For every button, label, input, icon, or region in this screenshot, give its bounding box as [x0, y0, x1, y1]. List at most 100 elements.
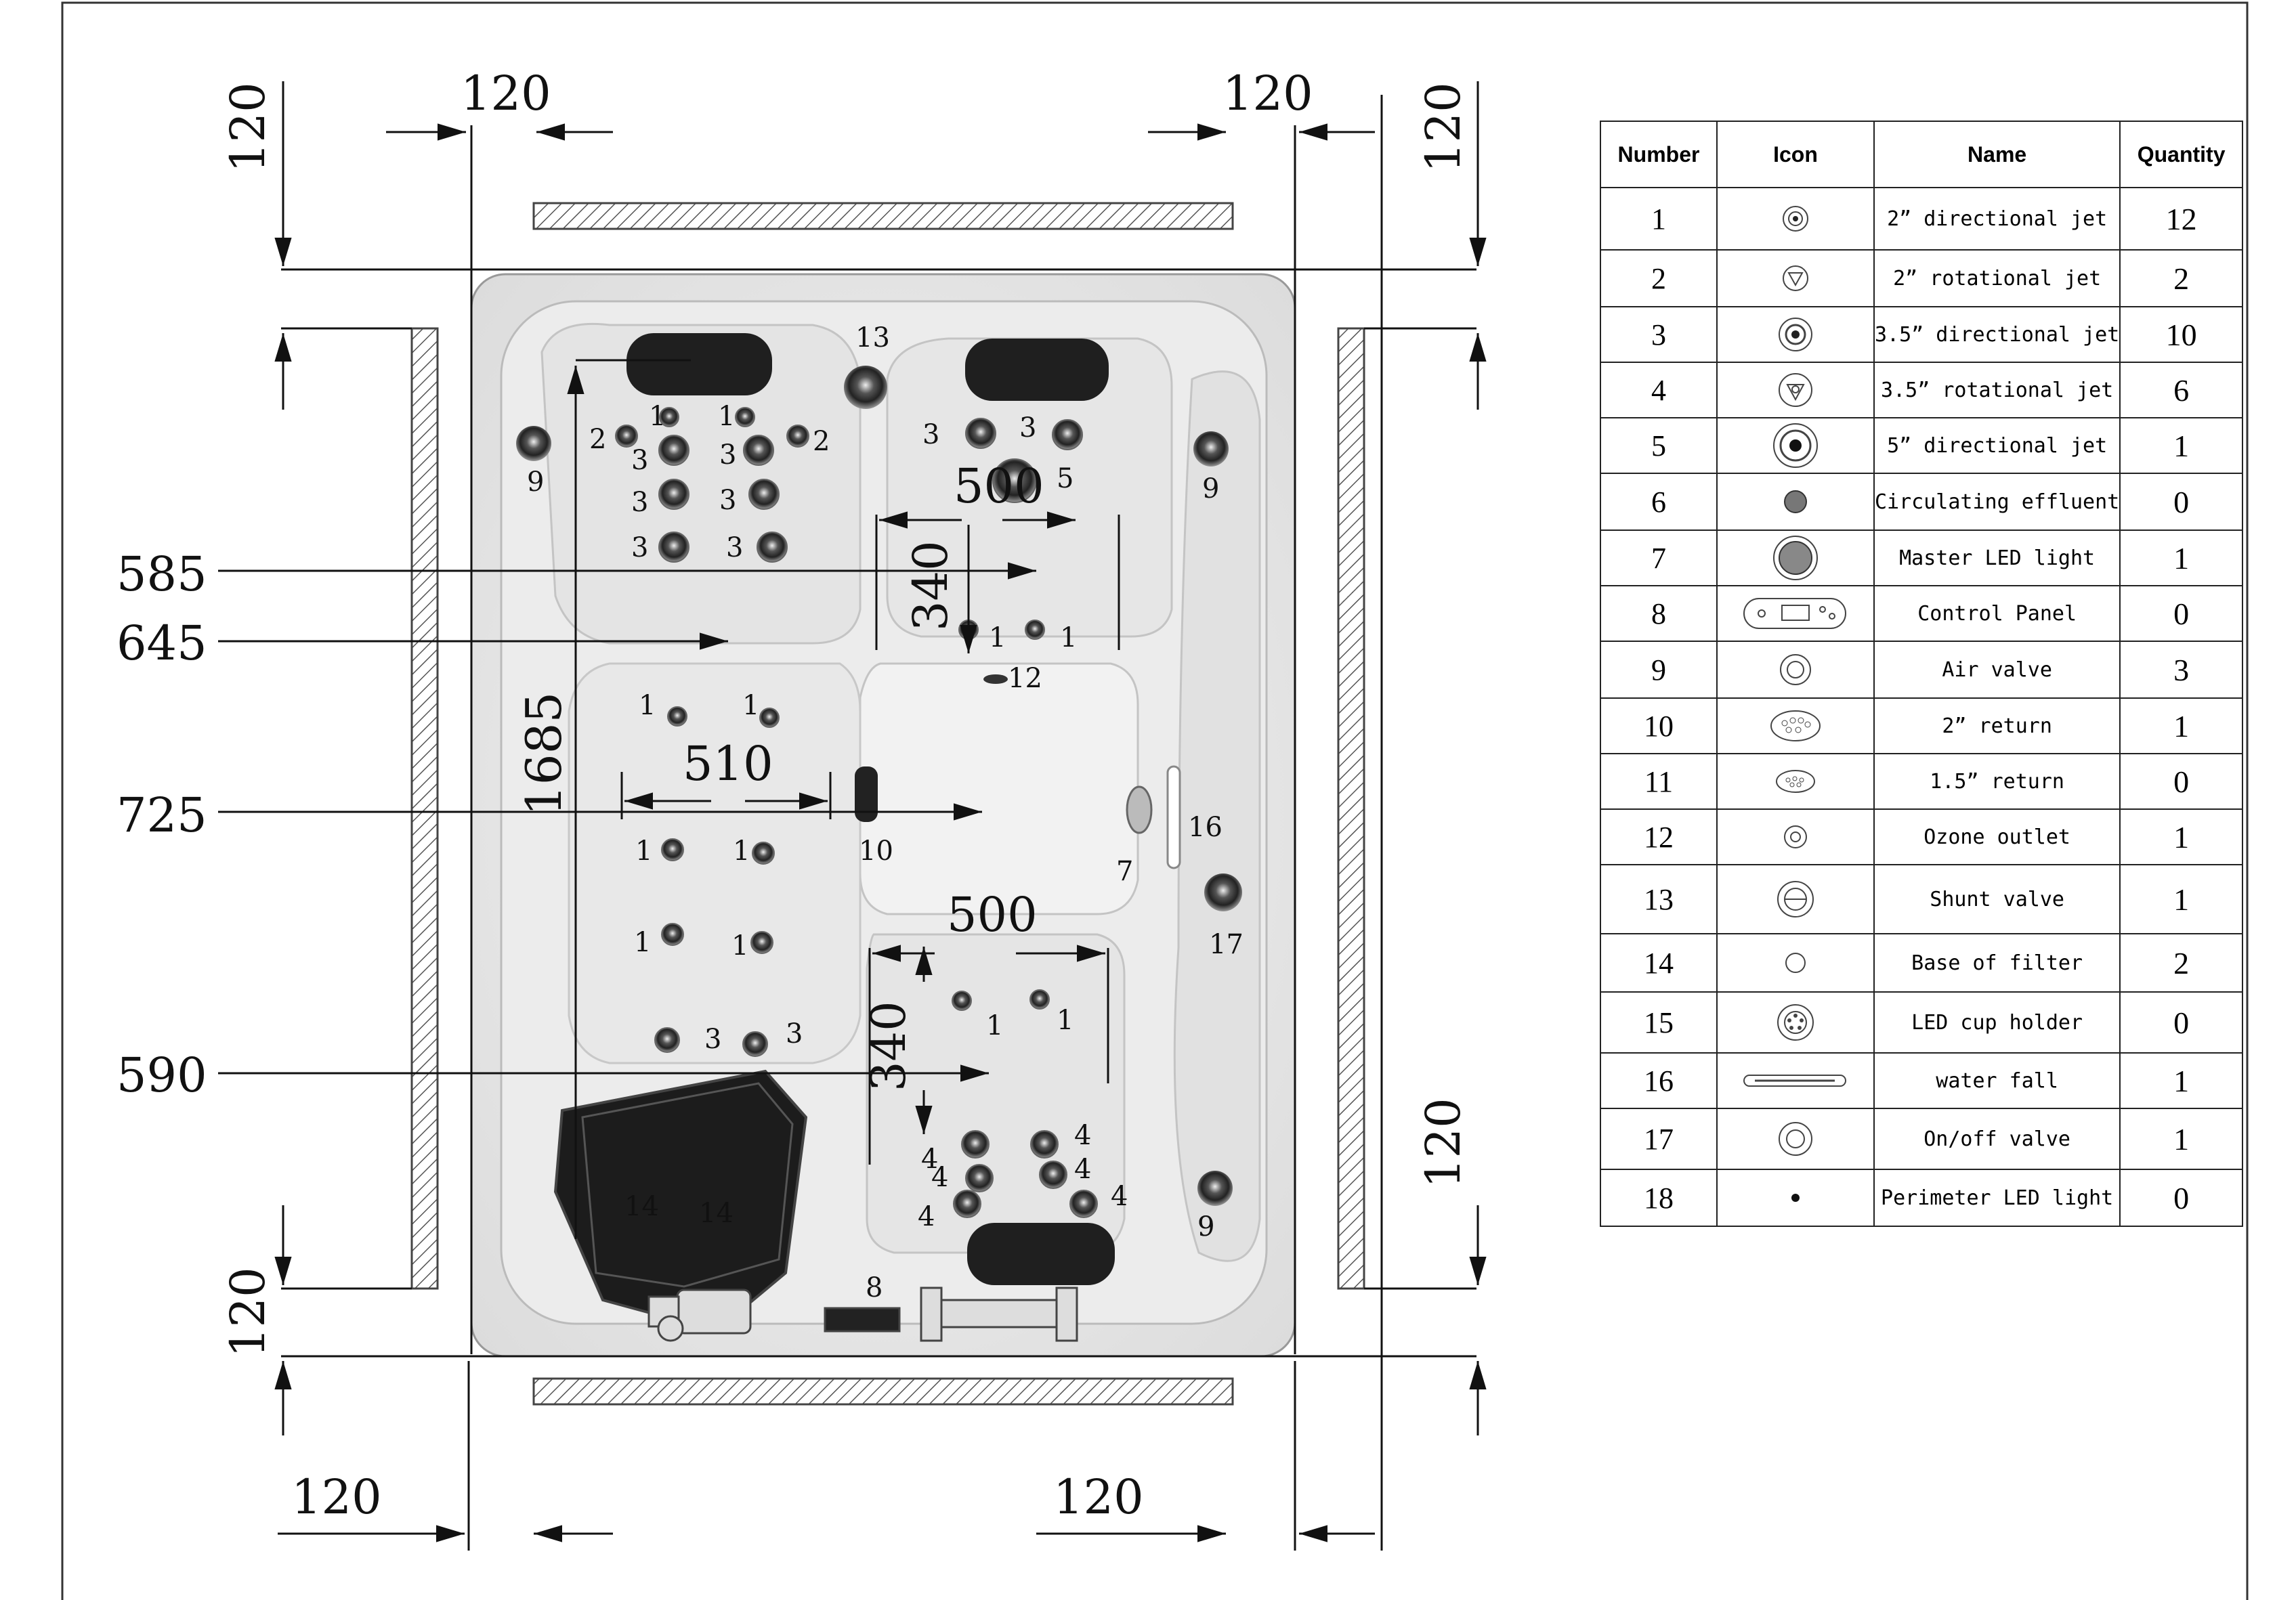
- air-valve-right-top: [1193, 431, 1229, 467]
- legend-number: 10: [1600, 697, 1718, 754]
- dim-top-left-width: 120: [461, 66, 551, 121]
- dim-seat-depth-340-top: 340: [903, 540, 958, 631]
- legend-name: 1.5” return: [1873, 753, 2121, 810]
- jet: [961, 1130, 990, 1159]
- headrest-top-left: [626, 333, 772, 395]
- jet: [661, 923, 684, 946]
- jet: [965, 1164, 994, 1192]
- dim-bottom-right-width: 120: [1053, 1469, 1144, 1525]
- callout-label: 14: [699, 1198, 734, 1229]
- headrest-bottom: [967, 1223, 1115, 1285]
- callout-label: 3: [922, 419, 939, 450]
- dim-bottom-right-height: 120: [1416, 1098, 1471, 1188]
- callout-label: 9: [1197, 1211, 1214, 1242]
- legend-name: 3.5” rotational jet: [1873, 362, 2121, 418]
- legend-number: 15: [1600, 991, 1718, 1054]
- legend-number: 6: [1600, 473, 1718, 531]
- legend-quantity: 10: [2119, 306, 2243, 363]
- legend-name: Master LED light: [1873, 529, 2121, 586]
- legend-name: Control Panel: [1873, 585, 2121, 642]
- callout-label: 3: [786, 1018, 803, 1050]
- callout-label: 3: [631, 487, 648, 518]
- dim-top-right-height: 120: [1416, 82, 1471, 173]
- callout-label: 3: [1019, 412, 1036, 444]
- legend-number: 11: [1600, 753, 1718, 810]
- legend-quantity: 3: [2119, 641, 2243, 699]
- jet: [752, 842, 775, 865]
- callout-label: 1: [718, 401, 735, 432]
- air-valve-icon: [1716, 641, 1875, 699]
- jet: [1052, 419, 1083, 450]
- jet: [786, 425, 809, 448]
- rotational-jet-2-icon: [1716, 249, 1875, 307]
- legend-number: 8: [1600, 585, 1718, 642]
- jet: [1069, 1190, 1098, 1218]
- jet: [759, 708, 780, 728]
- legend-name: 5” directional jet: [1873, 417, 2121, 474]
- legend-number: 9: [1600, 641, 1718, 699]
- callout-label: 1: [639, 690, 656, 721]
- return-15-icon: [1716, 753, 1875, 810]
- legend-quantity: 1: [2119, 1108, 2243, 1170]
- ozone-outlet: [983, 674, 1008, 684]
- dim-bottom-left-height: 120: [220, 1267, 276, 1358]
- callout-label: 1: [742, 690, 759, 721]
- callout-label: 4: [1074, 1154, 1091, 1185]
- pump-equipment: [647, 1287, 1078, 1342]
- jet: [748, 479, 780, 510]
- filter-base-icon: [1716, 933, 1875, 993]
- circulating-effluent-icon: [1716, 473, 1875, 531]
- callout-label: 1: [989, 622, 1006, 653]
- dimension-lines: [218, 81, 1487, 1551]
- legend-header-number: Number: [1600, 121, 1718, 188]
- legend-name: Ozone outlet: [1873, 808, 2121, 865]
- legend-quantity: 1: [2119, 697, 2243, 754]
- callout-label: 16: [1188, 812, 1223, 843]
- callout-label: 9: [527, 467, 544, 498]
- perimeter-led-light-icon: [1716, 1169, 1875, 1227]
- callout-label: 1: [731, 930, 748, 961]
- legend-number: 3: [1600, 306, 1718, 363]
- callout-label: 4: [1111, 1181, 1128, 1212]
- wall-bottom: [532, 1377, 1234, 1406]
- legend-number: 13: [1600, 864, 1718, 934]
- directional-jet-2-icon: [1716, 187, 1875, 251]
- callout-label: 3: [719, 439, 736, 471]
- callout-label: 5: [1057, 463, 1073, 494]
- legend-number: 18: [1600, 1169, 1718, 1227]
- legend-quantity: 1: [2119, 1052, 2243, 1109]
- dim-seat-width-510: 510: [683, 736, 773, 792]
- callout-label: 13: [855, 322, 890, 353]
- legend-name: 2” rotational jet: [1873, 249, 2121, 307]
- jet: [658, 479, 689, 510]
- callout-label: 1: [635, 836, 652, 867]
- legend-number: 1: [1600, 187, 1718, 251]
- shunt-valve: [844, 366, 887, 409]
- water-fall-icon: [1716, 1052, 1875, 1109]
- jet: [742, 1031, 768, 1057]
- control-panel-icon: [1716, 585, 1875, 642]
- legend-number: 12: [1600, 808, 1718, 865]
- legend-quantity: 2: [2119, 249, 2243, 307]
- dim-row-585: 585: [116, 546, 207, 602]
- legend-quantity: 1: [2119, 529, 2243, 586]
- legend-quantity: 6: [2119, 362, 2243, 418]
- legend-number: 16: [1600, 1052, 1718, 1109]
- rotational-jet-35-icon: [1716, 362, 1875, 418]
- jet: [750, 931, 773, 954]
- legend-name: LED cup holder: [1873, 991, 2121, 1054]
- legend-header-icon: Icon: [1716, 121, 1875, 188]
- legend-number: 4: [1600, 362, 1718, 418]
